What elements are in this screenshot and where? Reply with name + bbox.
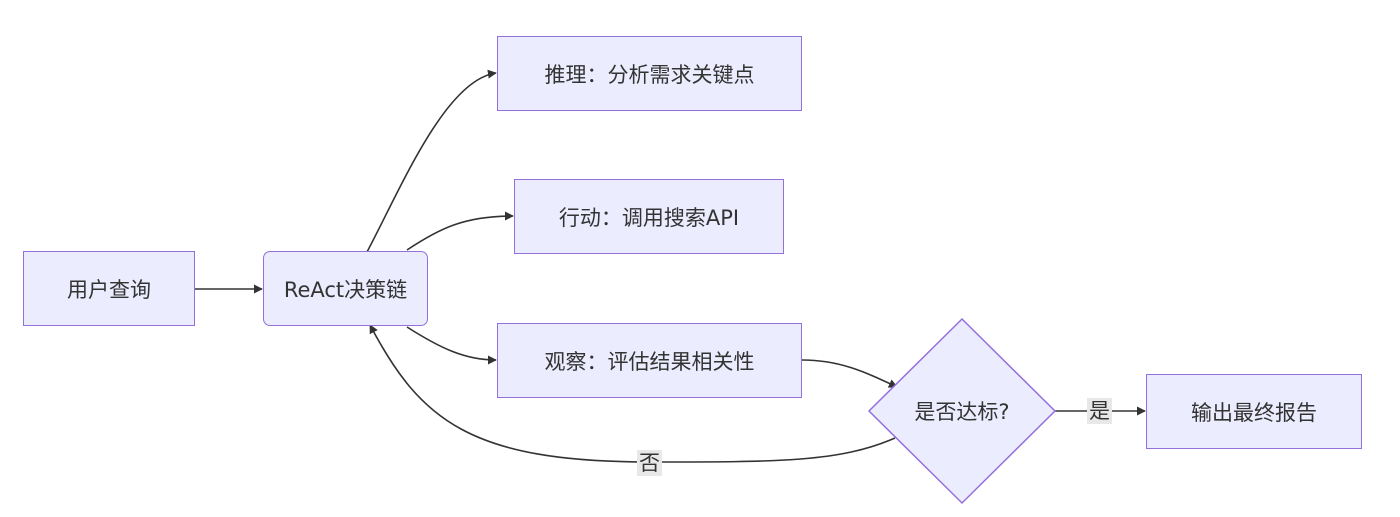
edge-react-to-reasoning — [366, 69, 497, 253]
edge-react-to-action — [406, 211, 514, 251]
node-observation-label: 观察：评估结果相关性 — [544, 349, 755, 374]
edge-label-no: 否 — [637, 450, 662, 476]
node-react-chain: ReAct决策链 — [263, 251, 428, 326]
node-user-query-label: 用户查询 — [67, 277, 151, 302]
edge-observation-to-decision — [801, 359, 898, 388]
node-decision-label: 是否达标? — [914, 400, 1010, 424]
node-reasoning-label: 推理：分析需求关键点 — [544, 62, 755, 87]
decision-diamond-shape — [867, 317, 1057, 505]
node-action-label: 行动：调用搜索API — [558, 205, 740, 230]
node-reasoning: 推理：分析需求关键点 — [497, 36, 802, 111]
node-react-chain-label: ReAct决策链 — [283, 277, 408, 302]
node-output: 输出最终报告 — [1146, 374, 1362, 449]
node-user-query: 用户查询 — [23, 251, 195, 326]
node-output-label: 输出最终报告 — [1191, 400, 1317, 425]
edge-react-to-observation — [406, 326, 497, 365]
node-action: 行动：调用搜索API — [514, 179, 784, 254]
edge-label-yes: 是 — [1087, 398, 1112, 424]
node-decision: 是否达标? — [869, 381, 1055, 441]
edge-decision-back-to-react — [369, 324, 896, 463]
node-observation: 观察：评估结果相关性 — [497, 323, 802, 398]
